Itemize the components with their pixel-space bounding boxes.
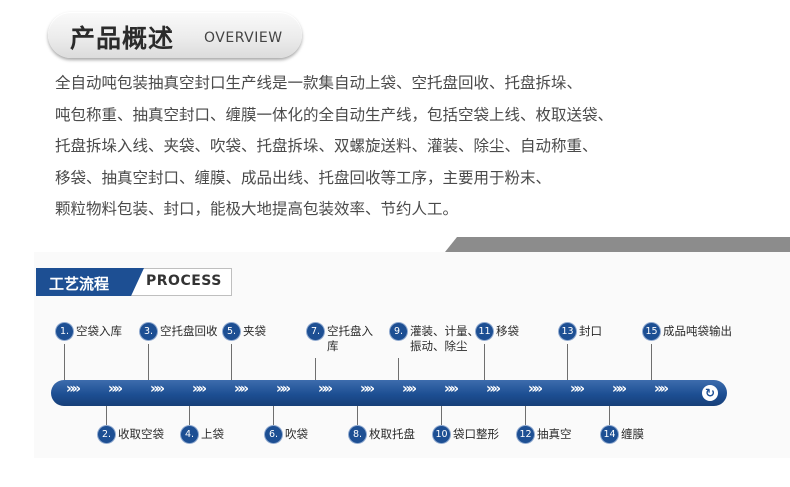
step-number: 15 — [643, 323, 660, 340]
process-step-15: 15 成品吨袋输出 — [643, 323, 732, 340]
step-label: 灌装、计量、 振动、除尘 — [410, 324, 479, 353]
process-track — [51, 380, 727, 406]
process-step-7: 7. 空托盘入 库 — [307, 323, 373, 354]
step-label: 抽真空 — [537, 427, 572, 441]
process-title-text: 工艺流程 — [49, 275, 110, 293]
step-label: 封口 — [579, 324, 602, 338]
decorative-divider — [445, 237, 790, 252]
description-line: 颗粒物料包装、封口，能极大地提高包装效率、节约人工。 — [55, 200, 459, 218]
connector-line — [357, 404, 358, 426]
step-number: 10 — [433, 426, 450, 443]
step-number: 9. — [390, 323, 407, 340]
process-step-8: 8. 枚取托盘 — [349, 426, 415, 443]
step-number: 13 — [559, 323, 576, 340]
step-label: 袋口整形 — [453, 427, 499, 441]
process-step-9: 9. 灌装、计量、 振动、除尘 — [390, 323, 479, 354]
process-title: 工艺流程 — [36, 268, 144, 296]
description-line: 移袋、抽真空封口、缠膜、成品出线、托盘回收等工序，主要用于粉末、 — [55, 168, 552, 187]
step-number: 8. — [349, 426, 366, 443]
description-line: 吨包称重、抽真空封口、缠膜一体化的全自动生产线，包括空袋上线、枚取送袋、 — [55, 105, 614, 124]
connector-line — [567, 344, 568, 382]
description-line: 全自动吨包装抽真空封口生产线是一款集自动上袋、空托盘回收、托盘拆垛、 — [55, 74, 583, 92]
connector-line — [609, 404, 610, 426]
connector-line — [106, 404, 107, 426]
step-number: 12 — [517, 426, 534, 443]
connector-line — [398, 358, 399, 382]
connector-line — [525, 404, 526, 426]
overview-subtitle: OVERVIEW — [204, 30, 283, 46]
track-arrow: »» — [192, 381, 207, 397]
step-label: 枚取托盘 — [369, 427, 415, 441]
overview-description: 全自动吨包装抽真空封口生产线是一款集自动上袋、空托盘回收、托盘拆垛、 吨包称重、… — [55, 68, 755, 226]
connector-line — [315, 358, 316, 382]
step-number: 5. — [223, 323, 240, 340]
overview-title: 产品概述 — [70, 24, 175, 53]
step-number: 1. — [56, 323, 73, 340]
step-label: 空托盘回收 — [160, 324, 218, 338]
step-label: 成品吨袋输出 — [663, 324, 732, 338]
connector-line — [484, 344, 485, 382]
step-number: 6. — [265, 426, 282, 443]
step-number: 14 — [601, 426, 618, 443]
step-label: 吹袋 — [285, 427, 308, 441]
cycle-icon: ↻ — [702, 385, 718, 401]
step-label: 空托盘入 库 — [327, 324, 373, 353]
track-arrow: »» — [570, 381, 585, 397]
process-step-6: 6. 吹袋 — [265, 426, 308, 443]
process-step-14: 14 缠膜 — [601, 426, 644, 443]
process-subtitle: PROCESS — [146, 273, 222, 289]
step-label: 缠膜 — [621, 427, 644, 441]
description-line: 托盘拆垛入线、夹袋、吹袋、托盘拆垛、双螺旋送料、灌装、除尘、自动称重、 — [55, 137, 598, 155]
track-arrow: »» — [234, 381, 249, 397]
process-step-12: 12 抽真空 — [517, 426, 572, 443]
track-arrow: »» — [360, 381, 375, 397]
connector-line — [64, 344, 65, 382]
process-step-3: 3. 空托盘回收 — [140, 323, 218, 340]
process-step-4: 4. 上袋 — [181, 426, 224, 443]
track-arrow: »» — [612, 381, 627, 397]
track-arrow: »» — [276, 381, 291, 397]
process-step-11: 11 移袋 — [476, 323, 519, 340]
track-arrow: »» — [66, 381, 81, 397]
connector-line — [441, 404, 442, 426]
step-label: 夹袋 — [243, 324, 266, 338]
overview-header: 产品概述 OVERVIEW — [48, 12, 302, 58]
track-arrow: »» — [150, 381, 165, 397]
step-label: 收取空袋 — [118, 427, 164, 441]
process-step-13: 13 封口 — [559, 323, 602, 340]
connector-line — [651, 344, 652, 382]
step-number: 3. — [140, 323, 157, 340]
step-label: 上袋 — [201, 427, 224, 441]
step-label: 移袋 — [496, 324, 519, 338]
connector-line — [148, 344, 149, 382]
track-arrow: »» — [402, 381, 417, 397]
step-number: 2. — [98, 426, 115, 443]
track-arrow: »» — [318, 381, 333, 397]
process-step-2: 2. 收取空袋 — [98, 426, 164, 443]
step-number: 11 — [476, 323, 493, 340]
track-arrow: »» — [108, 381, 123, 397]
connector-line — [273, 404, 274, 426]
process-step-1: 1. 空袋入库 — [56, 323, 122, 340]
track-arrow: »» — [528, 381, 543, 397]
track-arrow: »» — [654, 381, 669, 397]
track-arrow: »» — [444, 381, 459, 397]
connector-line — [231, 344, 232, 382]
step-number: 4. — [181, 426, 198, 443]
track-arrow: »» — [486, 381, 501, 397]
step-number: 7. — [307, 323, 324, 340]
process-step-10: 10 袋口整形 — [433, 426, 499, 443]
connector-line — [189, 404, 190, 426]
process-step-5: 5. 夹袋 — [223, 323, 266, 340]
step-label: 空袋入库 — [76, 324, 122, 338]
